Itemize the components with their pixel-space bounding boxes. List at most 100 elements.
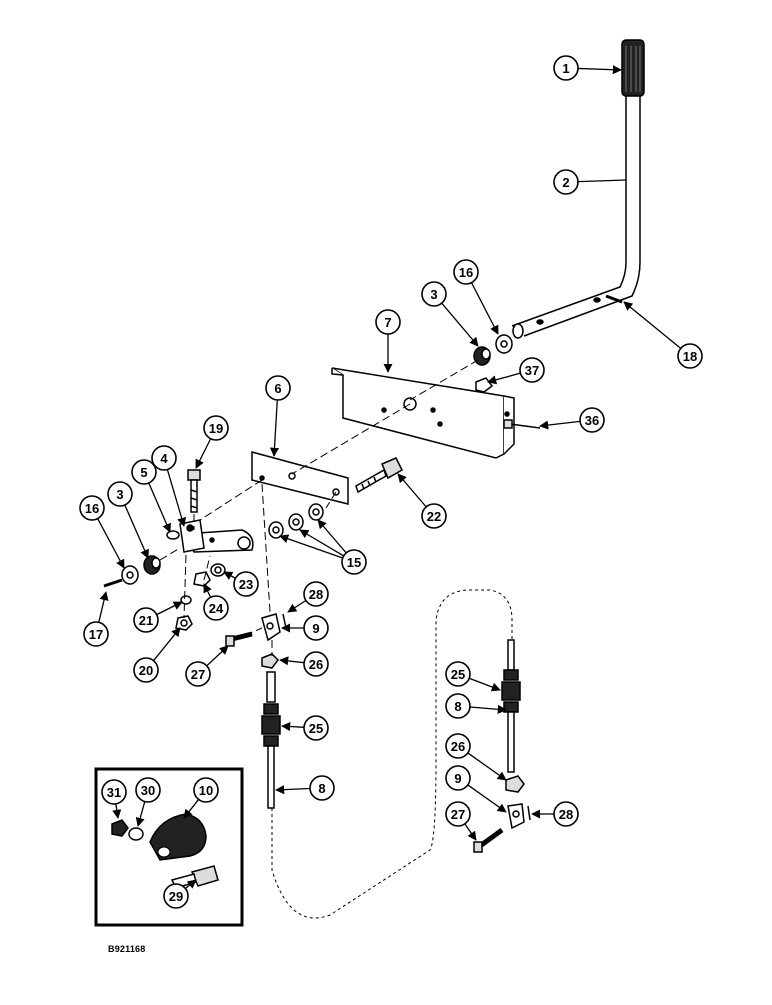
leader-line-18-c18-0	[623, 301, 682, 349]
callout-10: 10	[193, 777, 219, 803]
mounting-bracket	[331, 367, 515, 459]
callout-circle	[421, 281, 447, 307]
callout-21: 21	[133, 607, 159, 633]
callout-20: 20	[133, 657, 159, 683]
callout-number: 19	[209, 421, 223, 436]
callout-number: 23	[239, 577, 253, 592]
small-hardware	[175, 377, 541, 631]
callout-7: 7	[375, 309, 401, 335]
callout-circle	[203, 415, 229, 441]
leader-line-8-c8b-0	[469, 704, 507, 714]
callout-28: 28	[303, 581, 329, 607]
leader-line-21-c21-0	[156, 601, 183, 616]
callout-circle	[445, 733, 471, 759]
callout-circle	[265, 375, 291, 401]
figure-id: B921168	[108, 944, 146, 954]
callout-number: 8	[454, 699, 461, 714]
callout-circle	[445, 801, 471, 827]
callout-circle	[133, 657, 159, 683]
callout-number: 9	[312, 621, 319, 636]
callout-18: 18	[677, 343, 703, 369]
callout-15: 15	[341, 549, 367, 575]
leader-line-27-c27b-0	[464, 823, 477, 841]
callout-number: 28	[559, 807, 573, 822]
bolt-22	[355, 457, 403, 494]
leader-line-6-c6-0	[269, 399, 280, 457]
callout-circle	[133, 607, 159, 633]
callout-number: 3	[116, 487, 123, 502]
callout-number: 30	[141, 783, 155, 798]
bushing-left	[103, 530, 180, 588]
callout-circle	[553, 169, 579, 195]
leader-line-9-c9b-0	[467, 784, 507, 813]
callout-number: 7	[384, 315, 391, 330]
callout-circle	[233, 571, 259, 597]
bolt-19	[187, 469, 201, 513]
mounting-plate	[251, 451, 349, 505]
leader-line-15-c15-2	[317, 519, 347, 554]
callout-28: 28	[553, 801, 579, 827]
leader-line-1-c1-0	[577, 65, 622, 75]
callout-number: 37	[525, 363, 539, 378]
callout-circle	[101, 779, 127, 805]
leader-line-27-c27a-0	[206, 645, 229, 667]
callout-number: 5	[140, 465, 147, 480]
callout-circle	[79, 495, 105, 521]
callout-circle	[303, 581, 329, 607]
leader-line-30-c30-0	[135, 801, 146, 827]
callout-16: 16	[79, 495, 105, 521]
callout-circle	[579, 407, 605, 433]
callout-circle	[553, 55, 579, 81]
callout-leaders	[97, 65, 682, 890]
callout-9: 9	[445, 765, 471, 791]
callout-25: 25	[445, 661, 471, 687]
callout-number: 28	[309, 587, 323, 602]
callout-number: 9	[454, 771, 461, 786]
callout-number: 4	[160, 451, 168, 466]
leader-line-36-c36-0	[539, 420, 581, 430]
callouts: 1231673718366194531622152324211720289262…	[79, 55, 703, 909]
callout-number: 25	[309, 721, 323, 736]
callout-number: 22	[427, 509, 441, 524]
leader-line-3-c3a-0	[441, 302, 479, 347]
callout-25: 25	[303, 715, 329, 741]
callout-5: 5	[131, 459, 157, 485]
callout-24: 24	[203, 595, 229, 621]
leader-line-20-c20-0	[153, 627, 181, 662]
leader-line-37-c37-0	[487, 372, 521, 385]
callout-27: 27	[185, 661, 211, 687]
callout-8: 8	[309, 775, 335, 801]
callout-19: 19	[203, 415, 229, 441]
cable-loop	[271, 589, 513, 919]
callout-3: 3	[107, 481, 133, 507]
leader-line-19-c19-0	[195, 438, 212, 469]
callout-circle	[375, 309, 401, 335]
callout-17: 17	[83, 621, 109, 647]
callout-circle	[309, 775, 335, 801]
leader-line-15-c15-1	[299, 529, 345, 557]
callout-number: 27	[451, 807, 465, 822]
leader-line-26-c26a-0	[279, 656, 305, 666]
leader-line-3-c3b-0	[124, 504, 149, 559]
leader-line-2-c2-0	[577, 179, 627, 183]
leader-line-17-c17-0	[98, 591, 109, 623]
right-cable-assembly	[473, 639, 531, 853]
callout-30: 30	[135, 777, 161, 803]
callout-8: 8	[445, 693, 471, 719]
callout-9: 9	[303, 615, 329, 641]
callout-4: 4	[151, 445, 177, 471]
leader-line-10-c10-0	[183, 799, 200, 819]
leader-line-24-c24-0	[203, 583, 212, 598]
callout-29: 29	[163, 883, 189, 909]
callout-number: 29	[169, 889, 183, 904]
leader-line-4-c4-0	[166, 469, 187, 527]
callout-circle	[421, 503, 447, 529]
lever-rod	[511, 96, 641, 339]
leader-line-25-c25a-0	[281, 721, 305, 732]
callout-circle	[131, 459, 157, 485]
bellcrank-arm	[179, 519, 254, 553]
callout-number: 1	[562, 61, 569, 76]
callout-circle	[107, 481, 133, 507]
callout-number: 25	[451, 667, 465, 682]
callout-number: 31	[107, 785, 121, 800]
